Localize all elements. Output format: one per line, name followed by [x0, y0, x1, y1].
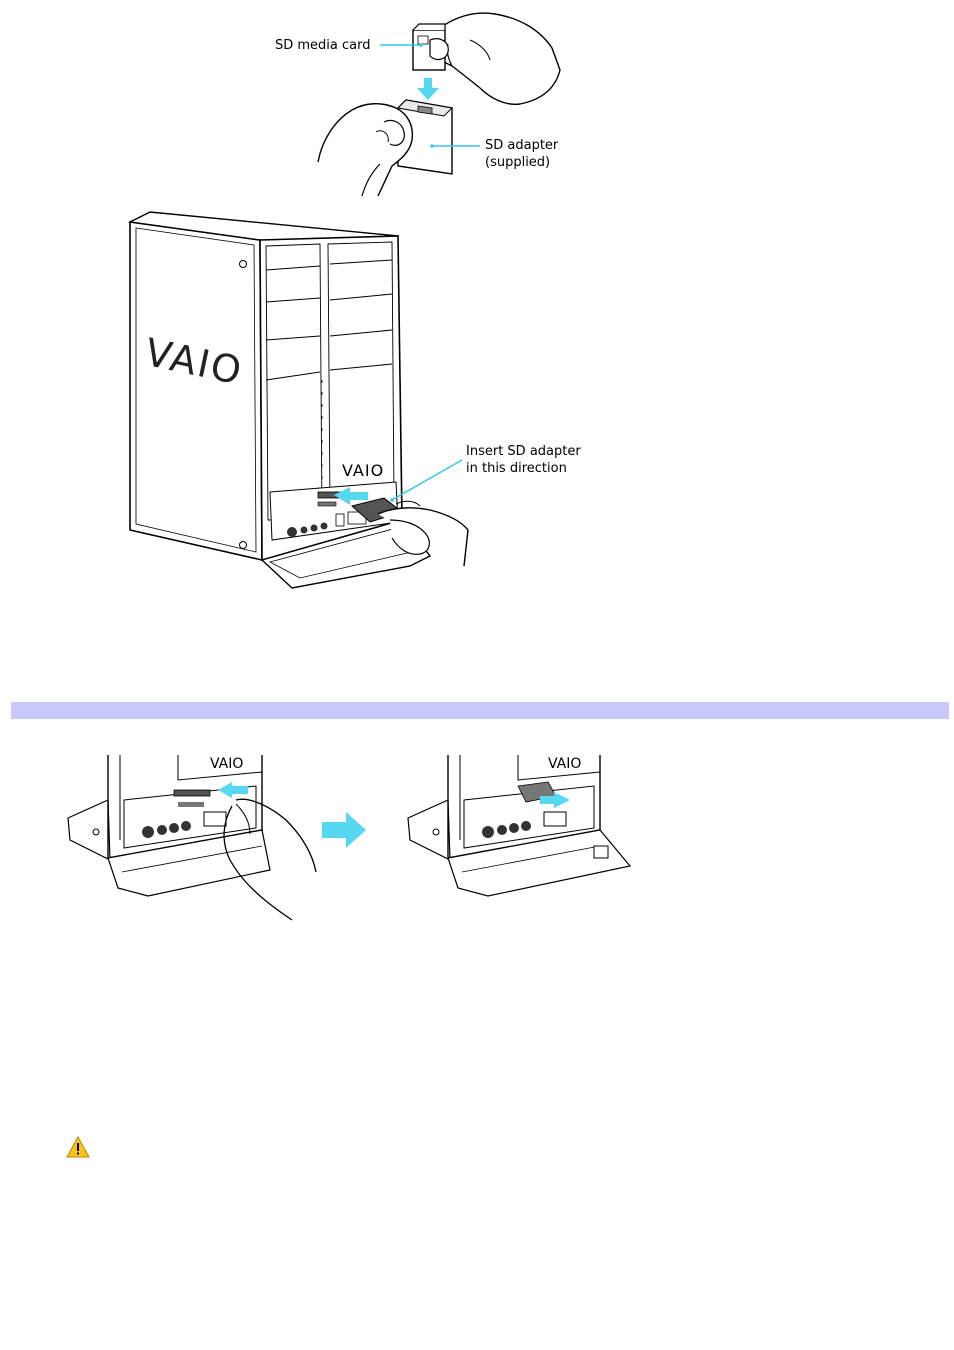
figure-remove-adapter-step1 — [60, 745, 320, 925]
card-adapter-illustration — [300, 0, 600, 200]
vaio-front-logo: VAIO — [342, 462, 384, 480]
pc-push-adapter-illustration — [60, 745, 320, 925]
section-header-band — [11, 702, 949, 719]
sd-media-card-label: SD media card — [275, 37, 371, 54]
sd-adapter-label: SD adapter — [485, 137, 558, 154]
vaio-logo-left: VAIO — [210, 756, 243, 772]
vaio-logo-right: VAIO — [548, 756, 581, 772]
sd-adapter-supplied-label: (supplied) — [485, 154, 550, 171]
insert-direction-label: in this direction — [466, 460, 567, 477]
insert-sd-adapter-label: Insert SD adapter — [466, 443, 581, 460]
pc-adapter-ejected-illustration — [400, 745, 640, 905]
warning-icon — [66, 1136, 90, 1158]
arrow-right-icon — [322, 810, 368, 850]
figure-remove-adapter-step2 — [400, 745, 640, 905]
figure-card-into-adapter — [300, 0, 600, 200]
vaio-tower-illustration — [100, 200, 620, 600]
figure-insert-adapter-into-pc — [100, 200, 620, 600]
